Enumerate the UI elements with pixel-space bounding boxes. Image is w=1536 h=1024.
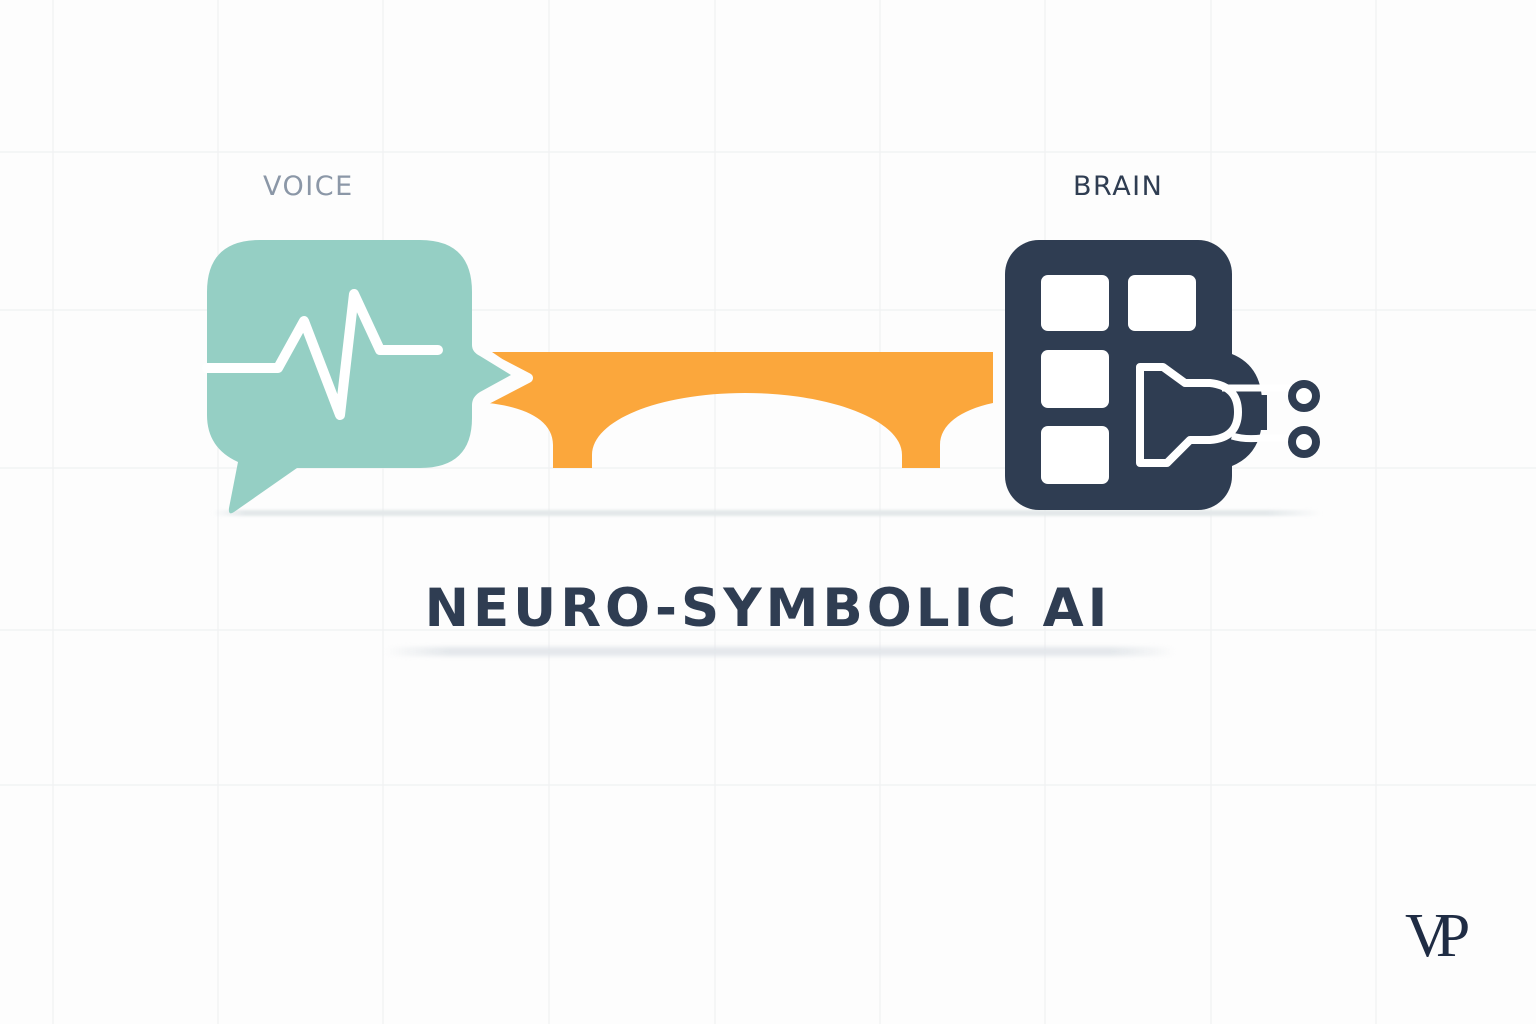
ground-line <box>212 510 1322 516</box>
grid-cell <box>1041 275 1109 331</box>
waveform-line <box>202 289 443 420</box>
vp-logo: VP <box>1405 902 1470 970</box>
grid-cell <box>1128 275 1196 331</box>
grid-cell <box>1041 426 1109 484</box>
title-underline <box>385 647 1175 656</box>
voice-label: VOICE <box>263 171 354 202</box>
bridge-icon <box>473 347 993 468</box>
brain-label: BRAIN <box>1073 171 1164 202</box>
diagram-title: NEURO-SYMBOLIC AI <box>424 578 1112 639</box>
logic-gate-icon <box>1136 363 1242 467</box>
grid-chip-logic-gate-icon <box>1005 240 1320 510</box>
connector-node <box>1288 426 1320 458</box>
grid-cell <box>1041 350 1109 408</box>
connector-node <box>1288 380 1320 412</box>
speech-bubble-waveform-icon <box>202 240 511 514</box>
